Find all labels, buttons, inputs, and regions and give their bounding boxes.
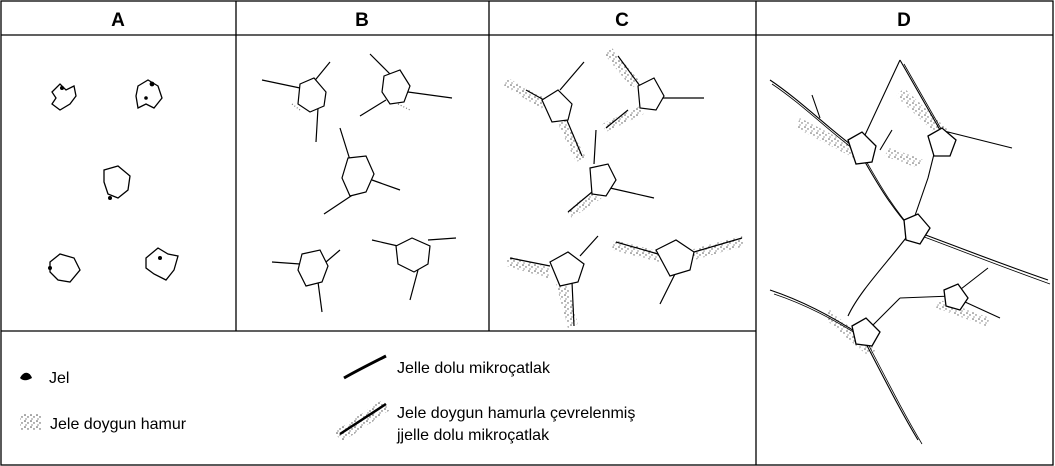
cracked-aggregate [372, 238, 456, 300]
crack-network [770, 60, 1048, 440]
aggregate-particle [104, 166, 130, 198]
cracked-aggregate [928, 128, 956, 156]
cracked-aggregate [262, 62, 330, 142]
panel-b-header: B [355, 10, 369, 31]
cracked-aggregate [904, 214, 930, 244]
aggregate-particle [146, 248, 178, 280]
aggregate-particle [136, 80, 162, 108]
legend-item-saturated-paste: Jele doygun hamur [20, 414, 187, 433]
panel-b-drawing [262, 54, 456, 312]
legend: Jel Jele doygun hamur Jelle dolu mikroça… [20, 356, 635, 444]
cracked-aggregate [848, 132, 876, 164]
legend-gel-label: Jel [49, 370, 69, 387]
cracked-aggregate [510, 236, 598, 326]
aggregate-particle [52, 84, 76, 110]
legend-surrounded-microcrack-line1: Jele doygun hamurla çevrelenmiş [397, 405, 635, 422]
cracked-aggregate [568, 130, 654, 212]
cracked-aggregate [324, 128, 400, 214]
panel-c-drawing [504, 48, 744, 328]
saturated-paste-symbol [20, 414, 42, 430]
aggregate-particle [50, 254, 80, 282]
legend-item-gel-filled-microcrack: Jelle dolu mikroçatlak [344, 356, 551, 378]
cracked-aggregate [360, 54, 452, 116]
legend-item-gel: Jel [20, 370, 69, 387]
panel-d-header: D [897, 10, 911, 31]
legend-gel-filled-microcrack-label: Jelle dolu mikroçatlak [397, 360, 551, 377]
panel-c-header: C [615, 10, 629, 31]
panel-d-drawing [770, 60, 1050, 444]
legend-item-surrounded-microcrack: Jele doygun hamurla çevrelenmiş jjelle d… [334, 400, 635, 444]
panel-a-drawing [48, 80, 178, 282]
legend-surrounded-microcrack-line2: jjelle dolu mikroçatlak [396, 427, 550, 444]
panel-a-header: A [111, 10, 125, 31]
gel-symbol [20, 373, 32, 381]
gel-filled-microcrack-symbol [344, 356, 386, 378]
legend-saturated-paste-label: Jele doygun hamur [50, 416, 187, 433]
cracked-aggregate [944, 284, 968, 310]
cracked-aggregate [272, 250, 340, 312]
